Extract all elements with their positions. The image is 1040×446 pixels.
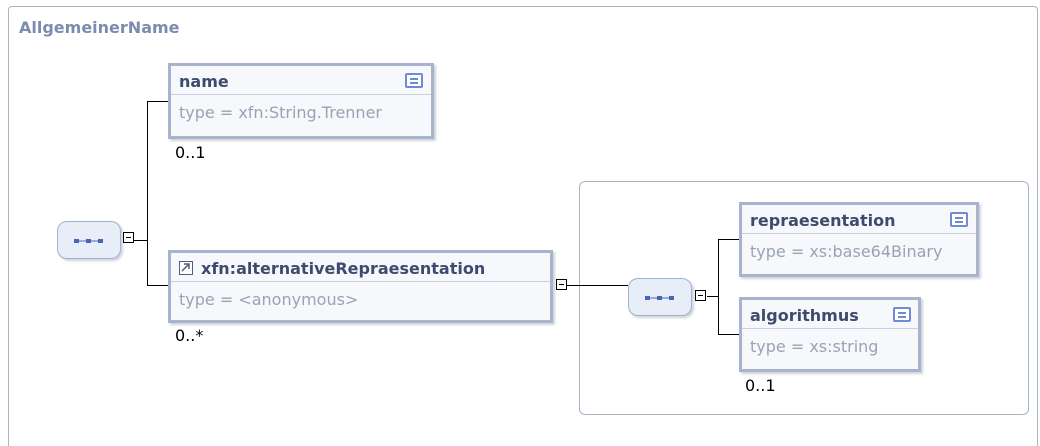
collapse-toggle[interactable] — [695, 290, 706, 301]
element-header: name — [171, 66, 431, 95]
connector-line — [718, 239, 739, 240]
connector-line — [134, 240, 147, 241]
element-alternative-repraesentation[interactable]: xfn:alternativeRepraesentation type = <a… — [168, 250, 553, 323]
cardinality-label: 0..1 — [745, 376, 776, 395]
connector-line — [567, 285, 628, 286]
diagram-title: AllgemeinerName — [19, 18, 180, 37]
connector-line — [718, 334, 739, 335]
element-algorithmus[interactable]: algorithmus type = xs:string — [739, 297, 921, 372]
collapse-toggle[interactable] — [556, 279, 567, 290]
connector-line — [147, 101, 168, 102]
cardinality-label: 0..1 — [175, 143, 206, 162]
connector-line — [147, 285, 168, 286]
collapse-toggle[interactable] — [123, 232, 134, 243]
documentation-icon — [893, 307, 911, 322]
sequence-compositor[interactable] — [628, 278, 692, 316]
connector-line — [718, 239, 719, 335]
element-header: algorithmus — [742, 300, 918, 329]
element-name-label: xfn:alternativeRepraesentation — [201, 259, 486, 278]
element-type-label: type = xfn:String.Trenner — [179, 103, 382, 122]
cardinality-label: 0..* — [175, 326, 204, 345]
sequence-icon — [645, 296, 674, 300]
connector-line — [147, 101, 148, 286]
element-name-label: algorithmus — [750, 306, 859, 325]
element-type-label: type = xs:string — [750, 337, 879, 356]
element-header: repraesentation — [742, 205, 976, 234]
connector-line — [707, 296, 718, 297]
element-name-label: name — [179, 72, 229, 91]
documentation-icon — [950, 212, 968, 227]
sequence-icon — [74, 239, 103, 243]
element-type-label: type = xs:base64Binary — [750, 242, 943, 261]
element-name[interactable]: name type = xfn:String.Trenner — [168, 63, 434, 139]
element-header: xfn:alternativeRepraesentation — [171, 253, 550, 282]
documentation-icon — [405, 73, 423, 88]
element-name-label: repraesentation — [750, 211, 896, 230]
sequence-compositor[interactable] — [57, 221, 121, 259]
element-repraesentation[interactable]: repraesentation type = xs:base64Binary — [739, 202, 979, 277]
reference-arrow-icon — [179, 261, 193, 275]
element-type-label: type = <anonymous> — [179, 290, 359, 309]
